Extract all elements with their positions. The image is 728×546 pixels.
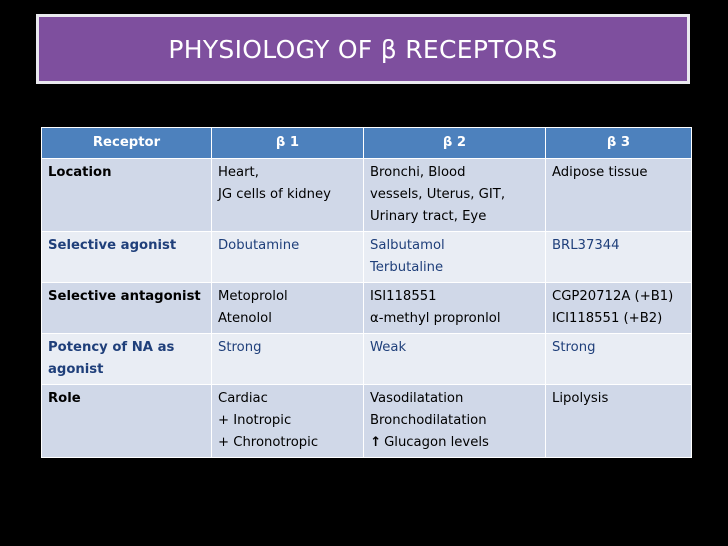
table-row-antagonist: Selective antagonist Metoprolol Atenolol… bbox=[41, 282, 692, 334]
cell-line: Terbutaline bbox=[370, 260, 444, 275]
header-beta3: β 3 bbox=[545, 127, 692, 159]
row-label-agonist: Selective agonist bbox=[41, 231, 212, 283]
cell-line: BRL37344 bbox=[552, 238, 620, 253]
table-row-location: Location Heart, JG cells of kidney Bronc… bbox=[41, 158, 692, 232]
cell-antagonist-b3: CGP20712A (+B1) ICI118551 (+B2) bbox=[545, 282, 692, 334]
cell-agonist-b3: BRL37344 bbox=[545, 231, 692, 283]
cell-potency-b3: Strong bbox=[545, 333, 692, 385]
row-label-location: Location bbox=[41, 158, 212, 232]
cell-line: CGP20712A (+B1) bbox=[552, 289, 674, 304]
cell-line: ISI118551 bbox=[370, 289, 437, 304]
cell-role-b1: Cardiac + Inotropic + Chronotropic bbox=[211, 384, 364, 458]
cell-line: Urinary tract, Eye bbox=[370, 209, 487, 224]
cell-potency-b1: Strong bbox=[211, 333, 364, 385]
table-row-agonist: Selective agonist Dobutamine Salbutamol … bbox=[41, 231, 692, 283]
cell-role-b3: Lipolysis bbox=[545, 384, 692, 458]
cell-line: Heart, bbox=[218, 165, 259, 180]
cell-line: agonist bbox=[48, 362, 104, 377]
cell-location-b3: Adipose tissue bbox=[545, 158, 692, 232]
cell-line-with-icon: ↑Glucagon levels bbox=[370, 432, 539, 454]
cell-line: α-methyl propronlol bbox=[370, 311, 501, 326]
title-banner: PHYSIOLOGY OF β RECEPTORS bbox=[36, 14, 690, 84]
header-beta1: β 1 bbox=[211, 127, 364, 159]
cell-line: Dobutamine bbox=[218, 238, 300, 253]
cell-location-b1: Heart, JG cells of kidney bbox=[211, 158, 364, 232]
cell-line: Atenolol bbox=[218, 311, 272, 326]
cell-line: Vasodilatation bbox=[370, 391, 464, 406]
row-label-role: Role bbox=[41, 384, 212, 458]
cell-antagonist-b1: Metoprolol Atenolol bbox=[211, 282, 364, 334]
cell-line: Bronchi, Blood bbox=[370, 165, 466, 180]
cell-line: Strong bbox=[218, 340, 262, 355]
cell-antagonist-b2: ISI118551 α-methyl propronlol bbox=[363, 282, 546, 334]
cell-line: + Inotropic bbox=[218, 413, 292, 428]
cell-line: + Chronotropic bbox=[218, 435, 319, 450]
receptor-table: Receptor β 1 β 2 β 3 Location Heart, JG … bbox=[41, 127, 692, 458]
cell-line: ICI118551 (+B2) bbox=[552, 311, 663, 326]
cell-line: Salbutamol bbox=[370, 238, 445, 253]
cell-line: vessels, Uterus, GIT, bbox=[370, 187, 506, 202]
cell-line: Weak bbox=[370, 340, 407, 355]
row-label-potency: Potency of NA as agonist bbox=[41, 333, 212, 385]
cell-line: Glucagon levels bbox=[384, 435, 489, 450]
cell-line: JG cells of kidney bbox=[218, 187, 331, 202]
up-arrow-icon: ↑ bbox=[370, 435, 382, 450]
table-row-role: Role Cardiac + Inotropic + Chronotropic … bbox=[41, 384, 692, 458]
header-beta2: β 2 bbox=[363, 127, 546, 159]
header-receptor: Receptor bbox=[41, 127, 212, 159]
cell-line: Adipose tissue bbox=[552, 165, 648, 180]
cell-line: Cardiac bbox=[218, 391, 268, 406]
cell-line: Potency of NA as bbox=[48, 340, 175, 355]
slide-title: PHYSIOLOGY OF β RECEPTORS bbox=[168, 34, 558, 64]
cell-line: Metoprolol bbox=[218, 289, 288, 304]
cell-role-b2: Vasodilatation Bronchodilatation ↑Glucag… bbox=[363, 384, 546, 458]
table-row-potency: Potency of NA as agonist Strong Weak Str… bbox=[41, 333, 692, 385]
table-header-row: Receptor β 1 β 2 β 3 bbox=[41, 127, 692, 159]
cell-agonist-b2: Salbutamol Terbutaline bbox=[363, 231, 546, 283]
cell-line: Lipolysis bbox=[552, 391, 609, 406]
cell-location-b2: Bronchi, Blood vessels, Uterus, GIT, Uri… bbox=[363, 158, 546, 232]
cell-line: Bronchodilatation bbox=[370, 413, 487, 428]
cell-line: Strong bbox=[552, 340, 596, 355]
cell-agonist-b1: Dobutamine bbox=[211, 231, 364, 283]
cell-potency-b2: Weak bbox=[363, 333, 546, 385]
row-label-antagonist: Selective antagonist bbox=[41, 282, 212, 334]
